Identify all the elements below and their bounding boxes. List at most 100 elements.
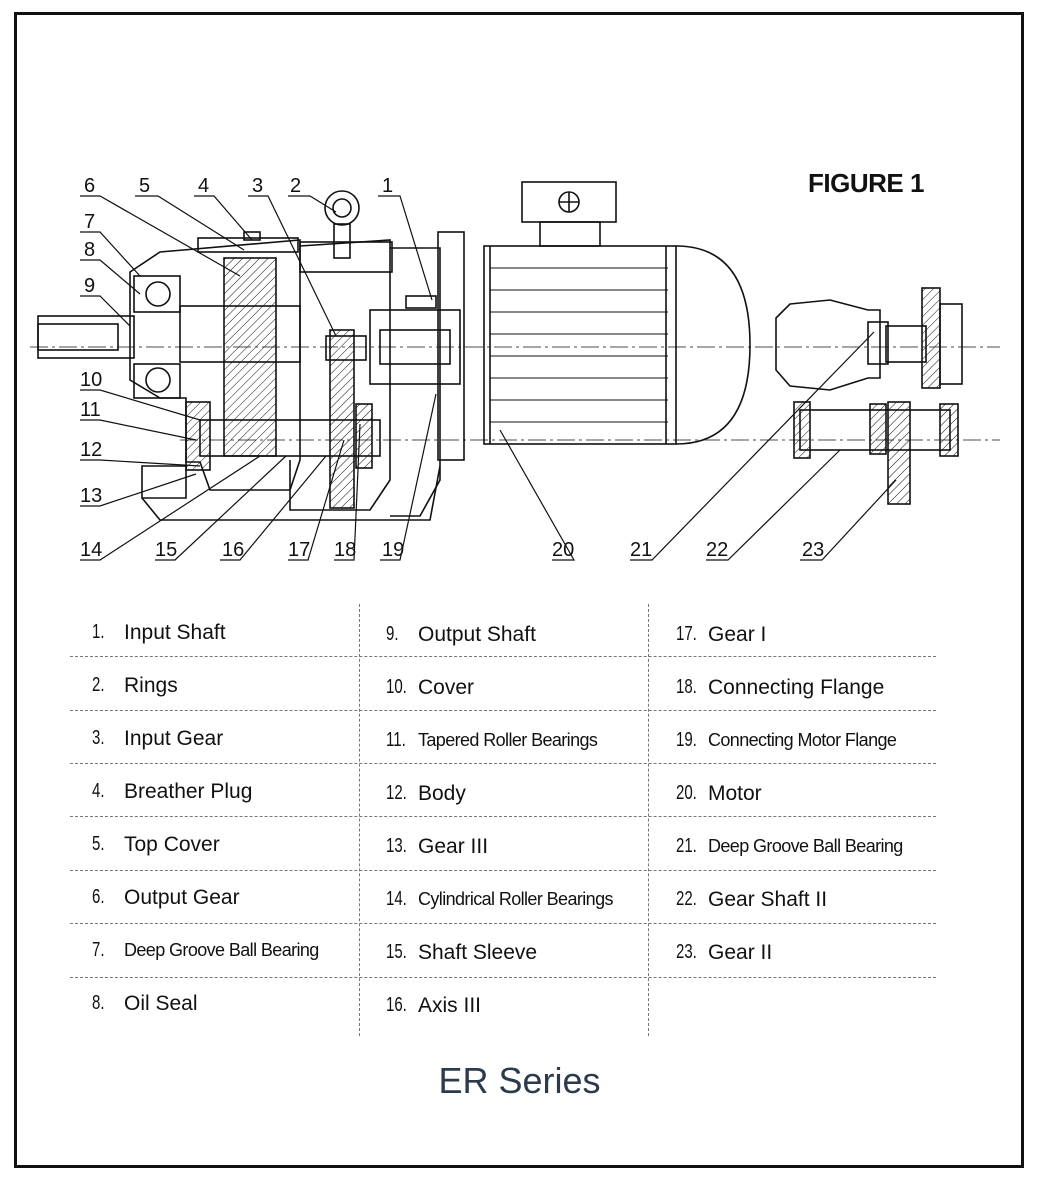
legend-row-divider (70, 977, 936, 978)
legend-item: 15. Shaft Sleeve (386, 926, 537, 979)
callout-22: 22 (706, 539, 728, 561)
legend-item-number: 5. (92, 833, 105, 855)
legend-row-divider (70, 870, 936, 871)
callout-6: 6 (84, 175, 95, 197)
callout-8: 8 (84, 239, 95, 261)
legend-item-number: 3. (92, 727, 105, 749)
legend-item: 4. Breather Plug (92, 765, 252, 818)
legend-item-label: Gear Shaft II (708, 887, 828, 911)
legend-row-divider (70, 763, 936, 764)
legend-item-label: Deep Groove Ball Bearing (708, 836, 903, 856)
legend-item-label: Gear I (708, 622, 767, 646)
legend-item-number: 8. (92, 992, 105, 1014)
parts-legend-table: 1. Input Shaft 2. Rings 3. Input Gear 4. Bre… (70, 604, 936, 1036)
legend-item-number: 6. (92, 886, 105, 908)
legend-item-number: 11. (386, 729, 406, 751)
legend-item-number: 18. (676, 676, 697, 698)
legend-item-number: 2. (92, 674, 105, 696)
callout-5: 5 (139, 175, 150, 197)
legend-item-label: Connecting Flange (708, 675, 885, 699)
legend-row-divider (70, 923, 936, 924)
legend-item: 13. Gear III (386, 820, 488, 873)
series-title: ER Series (438, 1060, 601, 1101)
legend-divider (359, 604, 360, 1036)
legend-item: 3. Input Gear (92, 712, 223, 765)
legend-item-number: 14. (386, 888, 407, 910)
legend-item-label: Tapered Roller Bearings (418, 730, 598, 750)
callout-7: 7 (84, 211, 95, 233)
legend-item-label: Body (418, 781, 466, 805)
legend-item-label: Output Gear (124, 885, 240, 909)
callout-9: 9 (84, 275, 95, 297)
callout-3: 3 (252, 175, 263, 197)
legend-item-number: 7. (92, 939, 105, 961)
legend-item-label: Gear II (708, 940, 773, 964)
legend-item-label: Connecting Motor Flange (708, 730, 897, 750)
legend-item: 20. Motor (676, 767, 762, 820)
legend-item-label: Input Shaft (124, 620, 226, 644)
legend-item-number: 15. (386, 941, 407, 963)
legend-item-number: 19. (676, 729, 697, 751)
legend-item: 5. Top Cover (92, 818, 220, 871)
legend-item-label: Output Shaft (418, 622, 536, 646)
legend-item: 6. Output Gear (92, 871, 240, 924)
callout-23: 23 (802, 539, 824, 561)
legend-item-number: 10. (386, 676, 407, 698)
callout-21: 21 (630, 539, 652, 561)
legend-item-label: Rings (124, 673, 178, 697)
legend-row-divider (70, 816, 936, 817)
legend-item: 19. Connecting Motor Flange (676, 714, 897, 767)
legend-item-label: Breather Plug (124, 779, 253, 803)
legend-item: 11. Tapered Roller Bearings (386, 714, 598, 767)
legend-item-number: 12. (386, 782, 407, 804)
legend-item-label: Axis III (418, 993, 482, 1017)
legend-row-divider (70, 710, 936, 711)
legend-item: 23. Gear II (676, 926, 772, 979)
legend-item-label: Motor (708, 781, 762, 805)
legend-item: 9. Output Shaft (386, 608, 536, 661)
legend-item-label: Shaft Sleeve (418, 940, 538, 964)
legend-item: 7. Deep Groove Ball Bearing (92, 924, 319, 977)
legend-item-number: 21. (676, 835, 697, 857)
legend-item: 2. Rings (92, 659, 178, 712)
legend-item: 12. Body (386, 767, 466, 820)
callout-10: 10 (80, 369, 102, 391)
legend-item-number: 16. (386, 994, 407, 1016)
legend-item-number: 9. (386, 623, 399, 645)
callout-1: 1 (382, 175, 393, 197)
legend-item: 14. Cylindrical Roller Bearings (386, 873, 613, 926)
legend-item-label: Top Cover (124, 832, 220, 856)
callout-4: 4 (198, 175, 209, 197)
gearbox-cross-section-drawing: 6 5 4 3 2 1 7 8 9 10 11 12 13 14 15 16 1… (30, 175, 1000, 561)
legend-item-number: 4. (92, 780, 105, 802)
callout-13: 13 (80, 485, 102, 507)
callout-16: 16 (222, 539, 244, 561)
callout-20: 20 (552, 539, 574, 561)
legend-item-label: Deep Groove Ball Bearing (124, 940, 319, 960)
legend-item: 1. Input Shaft (92, 606, 226, 659)
callout-19: 19 (382, 539, 404, 561)
legend-item-label: Cylindrical Roller Bearings (418, 889, 613, 909)
legend-item-number: 23. (676, 941, 697, 963)
legend-row-divider (70, 656, 936, 657)
legend-item-number: 13. (386, 835, 407, 857)
legend-item-label: Gear III (418, 834, 489, 858)
callout-11: 11 (80, 399, 101, 421)
legend-item: 22. Gear Shaft II (676, 873, 827, 926)
callout-15: 15 (155, 539, 177, 561)
legend-item: 17. Gear I (676, 608, 766, 661)
legend-item: 10.Cover (386, 661, 474, 714)
legend-item: 18. Connecting Flange (676, 661, 884, 714)
page-frame (14, 12, 1024, 1168)
legend-item-label: Input Gear (124, 726, 224, 750)
legend-item-number: 17. (676, 623, 697, 645)
callout-17: 17 (288, 539, 310, 561)
callout-12: 12 (80, 439, 102, 461)
legend-item-number: 1. (92, 621, 105, 643)
legend-item-label: Oil Seal (124, 991, 198, 1015)
legend-item-number: 20. (676, 782, 697, 804)
figure-title: FIGURE 1 (808, 168, 924, 198)
legend-divider (648, 604, 649, 1036)
callout-18: 18 (334, 539, 356, 561)
legend-item-number: 22. (676, 888, 697, 910)
